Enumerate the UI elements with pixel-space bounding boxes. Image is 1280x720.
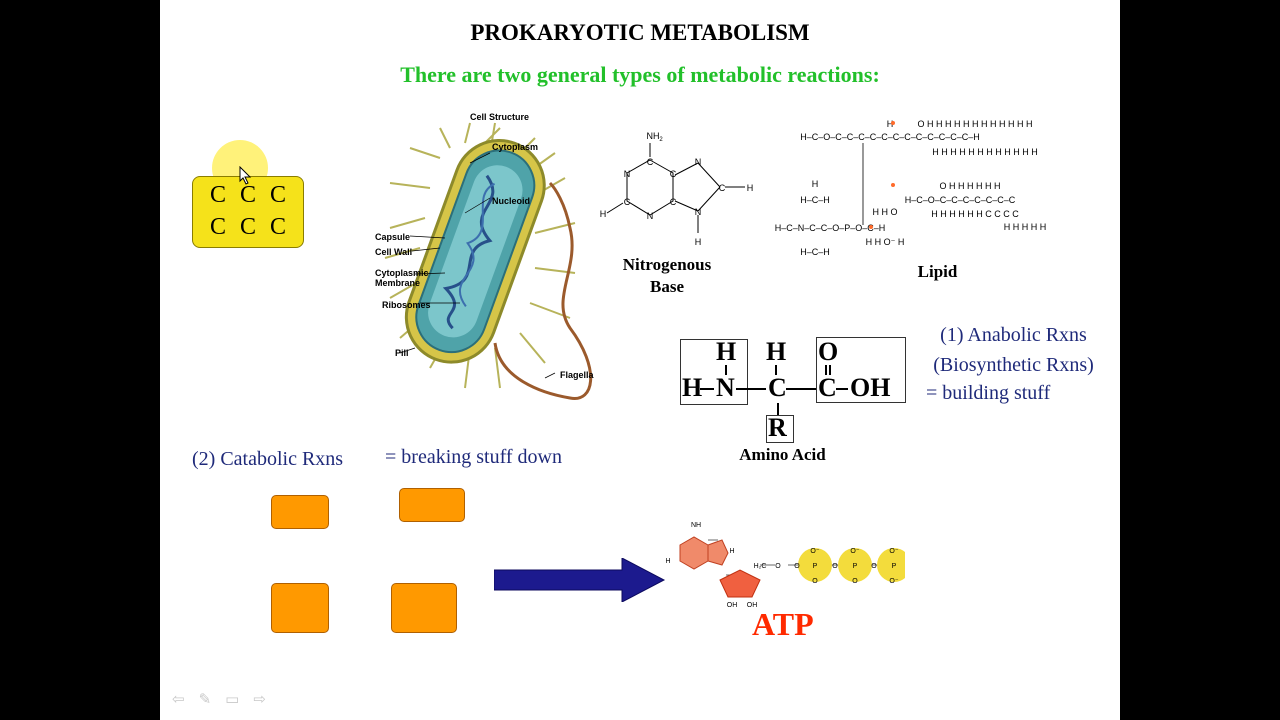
- label-cytoplasm: Cytoplasm: [492, 142, 539, 152]
- label-capsule: Capsule: [375, 232, 411, 242]
- lipid-caption: Lipid: [917, 262, 958, 281]
- svg-text:O: O: [794, 563, 800, 570]
- carbon-letter: C: [239, 182, 256, 208]
- svg-text:H H H H H: H H H H H: [1004, 222, 1047, 232]
- svg-text:H–C–O–C–C–C–C–C–C–C–C–C–C–C–C–: H–C–O–C–C–C–C–C–C–C–C–C–C–C–C–H: [800, 132, 980, 142]
- carbon-box: C C C C C C: [192, 176, 304, 248]
- label-cell-wall: Cell Wall: [375, 247, 413, 257]
- orange-block: [271, 583, 329, 633]
- svg-text:H–C–H: H–C–H: [800, 247, 830, 257]
- carbon-letter: C: [239, 214, 256, 240]
- svg-text:2: 2: [659, 137, 663, 143]
- label-ribosomes: Ribosomes: [382, 300, 431, 310]
- svg-text:P: P: [853, 563, 858, 570]
- catabolic-definition: = breaking stuff down: [385, 446, 562, 468]
- amino-acid-caption: Amino Acid: [739, 445, 826, 464]
- amino-acid-bonds: [700, 365, 848, 415]
- svg-text:H–C–H: H–C–H: [800, 195, 830, 205]
- svg-text:P: P: [892, 563, 897, 570]
- carbon-letter: C: [209, 214, 226, 240]
- label-flagella: Flagella: [560, 370, 594, 380]
- amine-group-box: [680, 339, 748, 405]
- svg-text:C: C: [719, 183, 726, 193]
- svg-text:H H O⁻ H: H H O⁻ H: [866, 237, 905, 247]
- svg-text:H: H: [665, 558, 670, 565]
- svg-text:O⁻: O⁻: [850, 548, 859, 555]
- cell-diagram-heading: Cell Structure: [470, 112, 530, 122]
- svg-text:O: O: [775, 563, 781, 570]
- svg-text:O H H H H H H H H H: O H H H H H H H H H H H H: [917, 119, 1032, 129]
- svg-text:O⁻: O⁻: [810, 548, 819, 555]
- svg-text:N: N: [624, 169, 631, 179]
- atp-label: ATP: [752, 606, 814, 642]
- slide-title: PROKARYOTIC METABOLISM: [470, 20, 810, 45]
- menu-icon[interactable]: ▭: [225, 690, 240, 708]
- cell-diagram: Cell Structure: [370, 108, 610, 408]
- bacterium-illustration: [384, 122, 593, 400]
- lipid-structure: H H–C–O–C–C–C–C–C–C–C–C–C–C–C–C–H O H H …: [775, 119, 1047, 257]
- r-group-box: [766, 415, 794, 443]
- svg-text:C: C: [670, 169, 677, 179]
- svg-text:OH: OH: [727, 602, 738, 609]
- label-cytoplasmic-membrane: Cytoplasmic Membrane: [375, 268, 429, 288]
- svg-text:O H H H H H H: O H H H H H H: [939, 181, 1000, 191]
- svg-text:H H H H H H C C C C: H H H H H H C C C C: [931, 209, 1019, 219]
- svg-text:C: C: [624, 197, 631, 207]
- svg-text:P: P: [813, 563, 818, 570]
- svg-text:O⁻: O⁻: [889, 548, 898, 555]
- anabolic-label: (1) Anabolic Rxns (Biosynthetic Rxns): [933, 324, 1094, 376]
- svg-text:O: O: [852, 578, 858, 585]
- slide: PROKARYOTIC METABOLISM There are two gen…: [160, 0, 1120, 720]
- label-nucleoid: Nucleoid: [492, 196, 531, 206]
- svg-text:H: H: [600, 209, 607, 219]
- pen-icon[interactable]: ✎: [198, 690, 212, 708]
- svg-text:H–C–N–C–C–O–P–O–C–H: H–C–N–C–C–O–P–O–C–H: [775, 223, 885, 233]
- svg-text:H: H: [729, 548, 734, 555]
- back-arrow-icon[interactable]: ⇦: [172, 690, 185, 708]
- svg-text:O: O: [832, 563, 838, 570]
- svg-text:H: H: [747, 183, 754, 193]
- svg-text:H: H: [695, 237, 702, 247]
- orange-block: [271, 495, 329, 529]
- carbon-letter: C: [209, 182, 226, 208]
- svg-text:OH: OH: [747, 602, 758, 609]
- anabolic-definition: = building stuff: [926, 382, 1051, 404]
- svg-text:H H H H H H H H H H: H H H H H H H H H H H H: [932, 147, 1038, 157]
- slide-subtitle: There are two general types of metabolic…: [400, 62, 880, 87]
- forward-arrow-icon[interactable]: ⇨: [253, 690, 266, 708]
- orange-block: [391, 583, 457, 633]
- svg-text:O: O: [812, 578, 818, 585]
- svg-text:H₂C: H₂C: [754, 563, 767, 570]
- carboxyl-group-box: [816, 337, 906, 403]
- svg-text:H–C–O–C–C–C–C–C–C–C: H–C–O–C–C–C–C–C–C–C: [905, 195, 1016, 205]
- svg-text:H H O: H H O: [872, 207, 897, 217]
- nitrogenous-base-caption: Nitrogenous Base: [622, 255, 712, 296]
- orange-block: [399, 488, 465, 522]
- svg-text:O: O: [871, 563, 877, 570]
- svg-text:N: N: [695, 207, 702, 217]
- carbon-letter: C: [269, 214, 286, 240]
- reaction-arrow-icon: [494, 558, 666, 602]
- svg-text:C: C: [647, 157, 654, 167]
- svg-text:H: H: [812, 179, 819, 189]
- svg-text:N: N: [647, 211, 654, 221]
- label-pili: Pili: [395, 348, 409, 358]
- atp-molecule: NH H H H₂C O O P O⁻ O O P O⁻ O O P O⁻ O⁻ OH OH: [665, 522, 905, 609]
- carbon-letter: C: [269, 182, 286, 208]
- mouse-pointer-icon: [239, 166, 252, 185]
- slideshow-nav: ⇦ ✎ ▭ ⇨: [172, 690, 266, 708]
- svg-text:H: H: [887, 119, 894, 129]
- svg-text:C: C: [670, 197, 677, 207]
- svg-text:NH: NH: [647, 131, 660, 141]
- svg-text:O⁻: O⁻: [889, 578, 898, 585]
- svg-text:NH: NH: [691, 522, 701, 529]
- catabolic-label: (2) Catabolic Rxns: [192, 448, 344, 470]
- svg-text:N: N: [695, 157, 702, 167]
- amino-acid-structure: H H O H N C C OH R: [680, 335, 910, 445]
